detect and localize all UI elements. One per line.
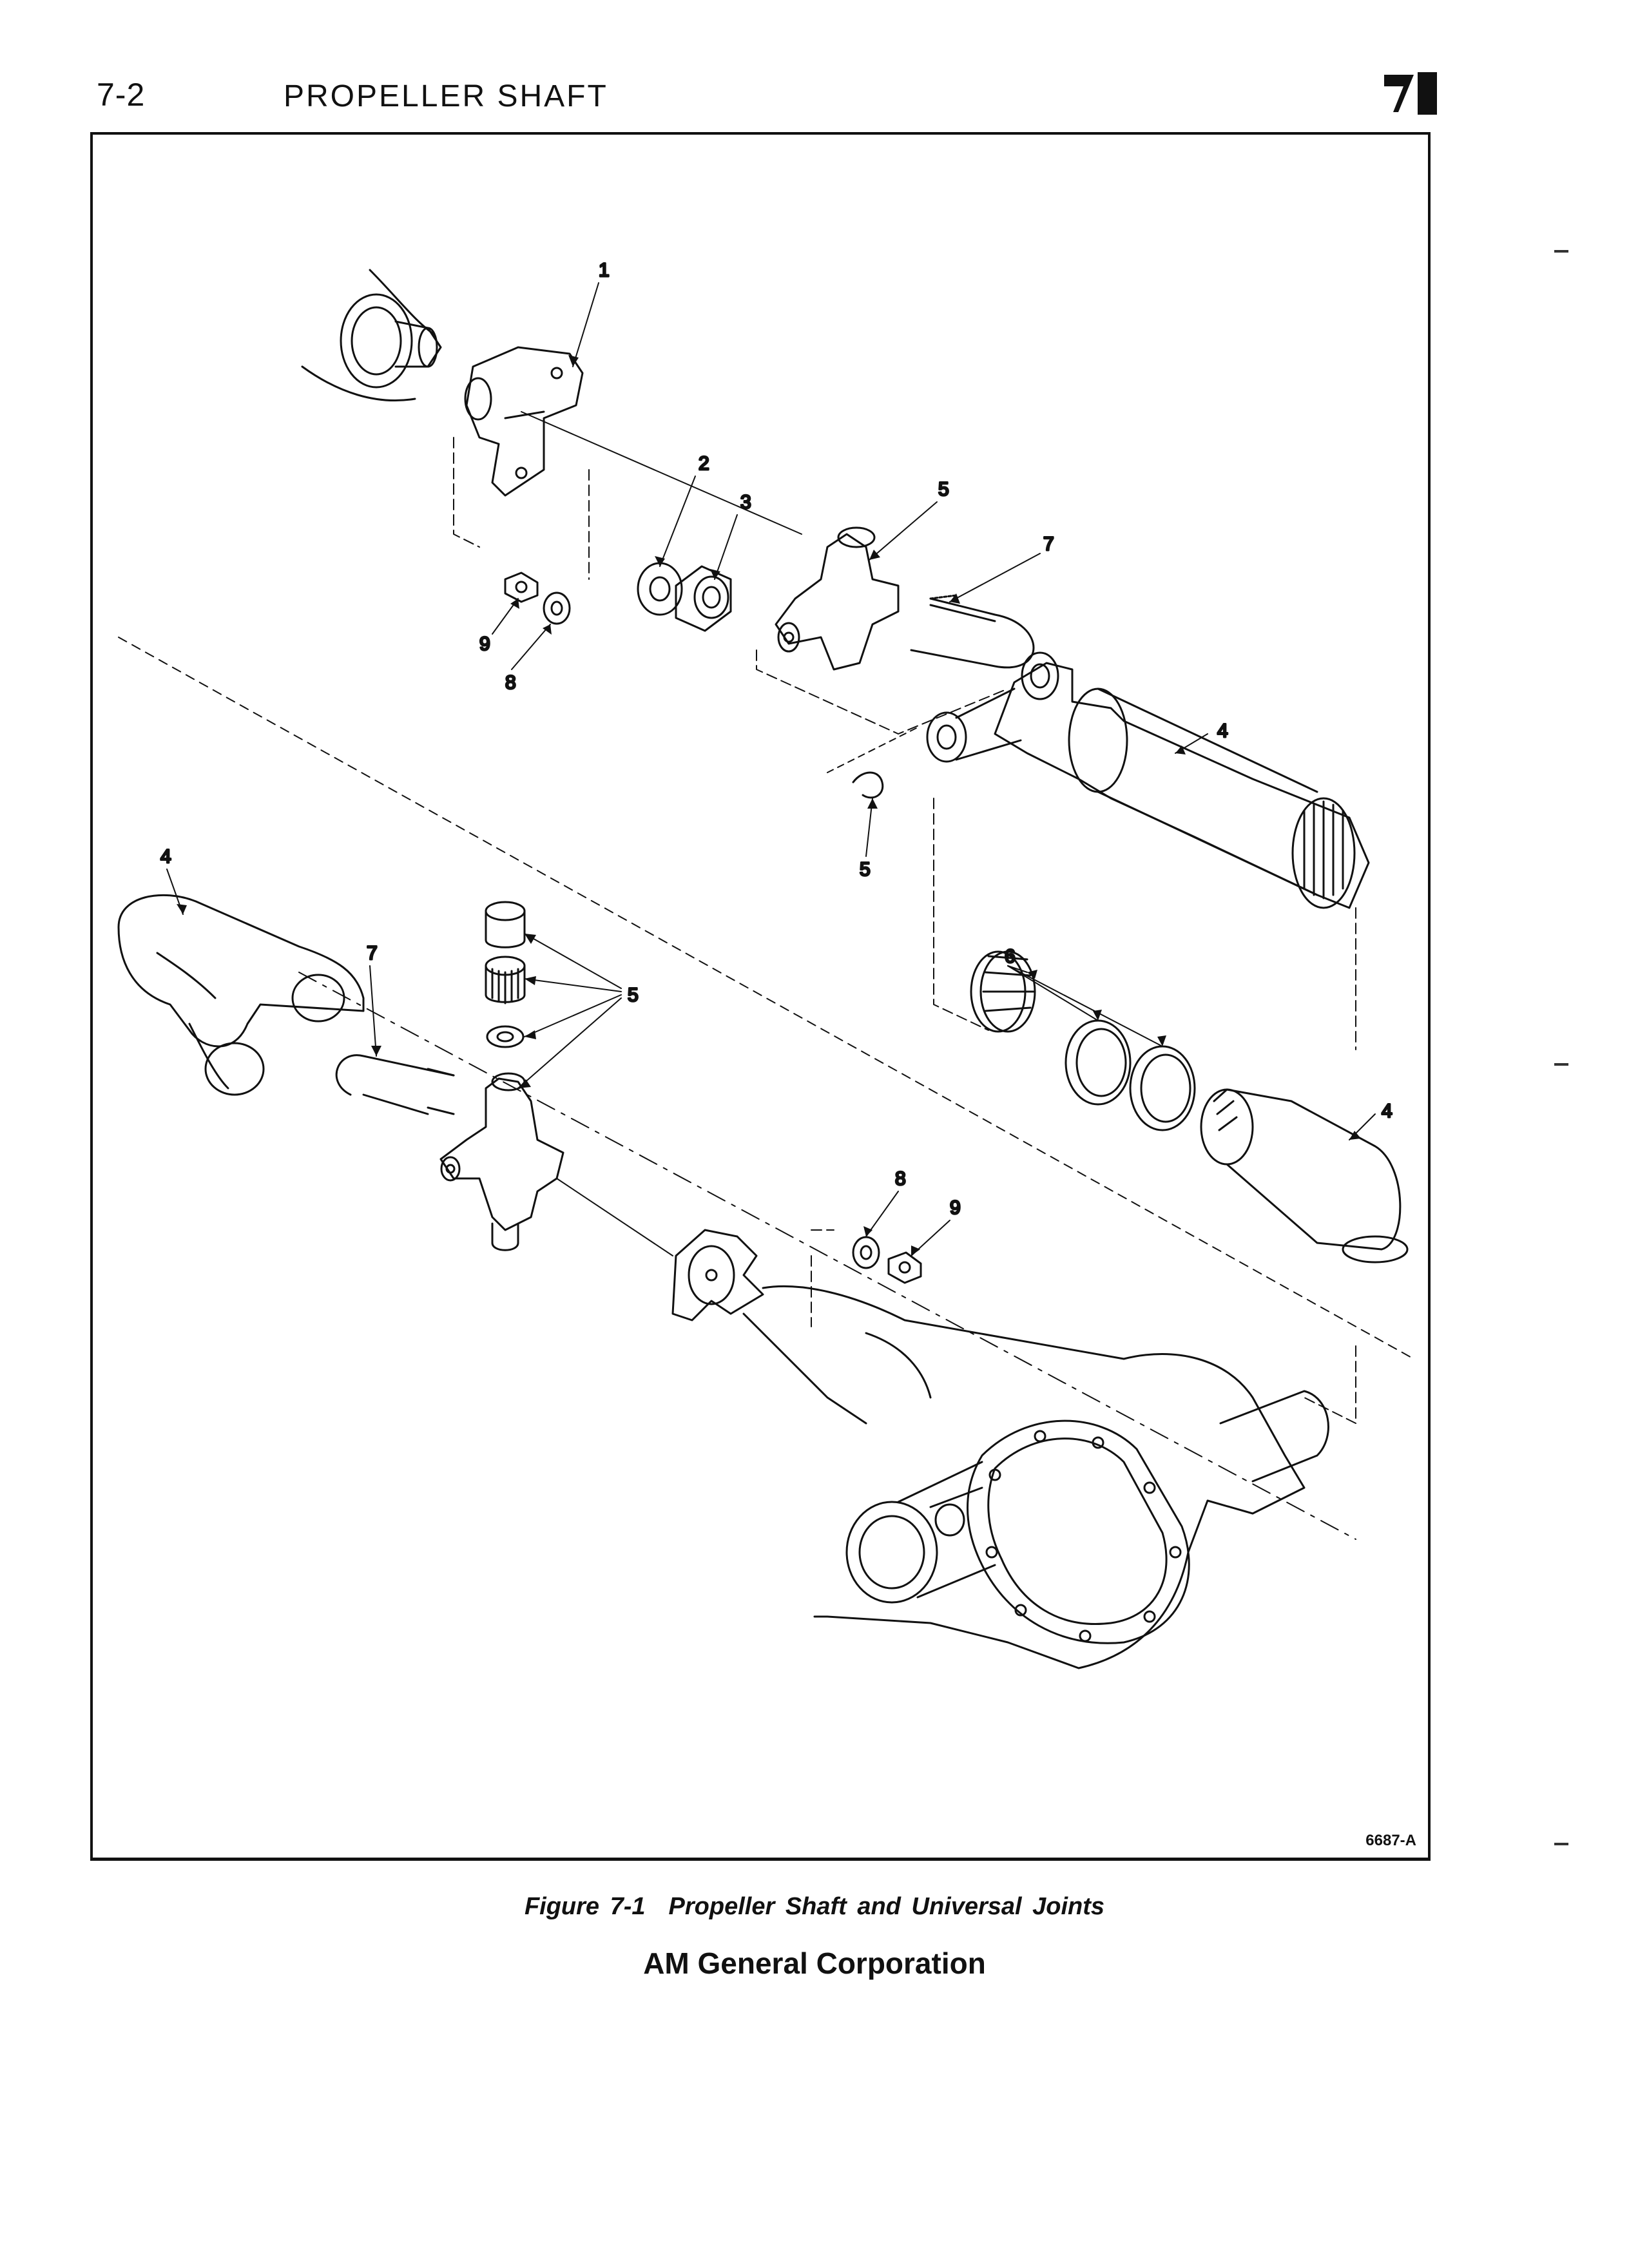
nut-3: [675, 565, 732, 632]
universal-joint-cross-lower: [439, 1072, 564, 1251]
callout-5: 5: [938, 479, 949, 500]
yoke-4-lower: [117, 894, 365, 1096]
figure-caption: Figure 7-1 Propeller Shaft and Universal …: [0, 1893, 1629, 1921]
nut-9-lower: [887, 1251, 922, 1284]
callout-7: 7: [1043, 533, 1054, 555]
exploded-view-illustration: 1 2 3 5 7 9 8 4 5 4 7 5 6 4 8 9: [117, 259, 1414, 1669]
centerline-lower: [298, 972, 1356, 1540]
end-yoke-1: [464, 346, 584, 497]
u-bolt-7-upper: [910, 594, 1035, 669]
callout-9: 9: [479, 633, 490, 655]
callout-7-u-bolt: 7: [367, 943, 378, 964]
universal-joint-cross-upper: [775, 526, 900, 671]
figure-caption-title: Propeller Shaft and Universal Joints: [668, 1893, 1105, 1920]
retaining-ring-6: [1065, 1019, 1132, 1106]
margin-tick: [1554, 1843, 1568, 1845]
callout-4: 4: [1217, 720, 1228, 742]
bearing-cup-5: [485, 901, 526, 948]
seal-washer-5: [486, 1025, 525, 1048]
callout-4-yoke: 4: [160, 846, 171, 867]
dust-cap-6: [970, 950, 1036, 1033]
leader-lines: [166, 282, 1376, 1256]
lockwasher-8-lower: [852, 1236, 880, 1269]
axle-housing: [671, 1229, 1329, 1669]
sleeve-shaft-4: [1200, 1088, 1409, 1264]
page-number: 7-2: [97, 77, 146, 113]
transfer-case-output: [301, 269, 442, 401]
callout-8-lower: 8: [895, 1168, 906, 1189]
callout-8: 8: [505, 672, 516, 693]
callout-6: 6: [1005, 946, 1016, 967]
section-title: PROPELLER SHAFT: [284, 79, 608, 113]
callout-3: 3: [740, 492, 751, 513]
callout-4-sleeve: 4: [1382, 1100, 1393, 1122]
margin-tick: [1554, 250, 1568, 253]
slip-yoke-shaft-4: [926, 651, 1370, 909]
u-bolt-7-lower: [335, 1054, 455, 1115]
callout-5-bearings: 5: [628, 985, 639, 1006]
callout-5-snap-ring: 5: [860, 859, 871, 880]
snap-ring-5-upper: [852, 771, 884, 799]
callout-numbers: 1 2 3 5 7 9 8 4 5 4 7 5 6 4 8 9: [160, 259, 1394, 1220]
figure-caption-number: Figure 7-1: [524, 1893, 646, 1920]
lockwasher-8-upper: [543, 591, 571, 625]
leader-arrowheads: [177, 355, 1361, 1256]
callout-2: 2: [699, 453, 709, 474]
margin-tick: [1554, 1063, 1568, 1066]
callout-1: 1: [599, 260, 610, 281]
publisher-logo: [1384, 72, 1437, 115]
organization-name: AM General Corporation: [643, 1946, 986, 1980]
figure-id: 6687-A: [1365, 1832, 1416, 1849]
seal-ring-6: [1129, 1045, 1196, 1131]
figure-frame: 1 2 3 5 7 9 8 4 5 4 7 5 6 4 8 9 6687-A: [90, 132, 1431, 1861]
needle-bearings-5: [485, 956, 526, 1004]
nut-9-upper: [504, 572, 539, 603]
callout-9-lower: 9: [950, 1197, 961, 1218]
centerline-upper: [118, 637, 1414, 1360]
